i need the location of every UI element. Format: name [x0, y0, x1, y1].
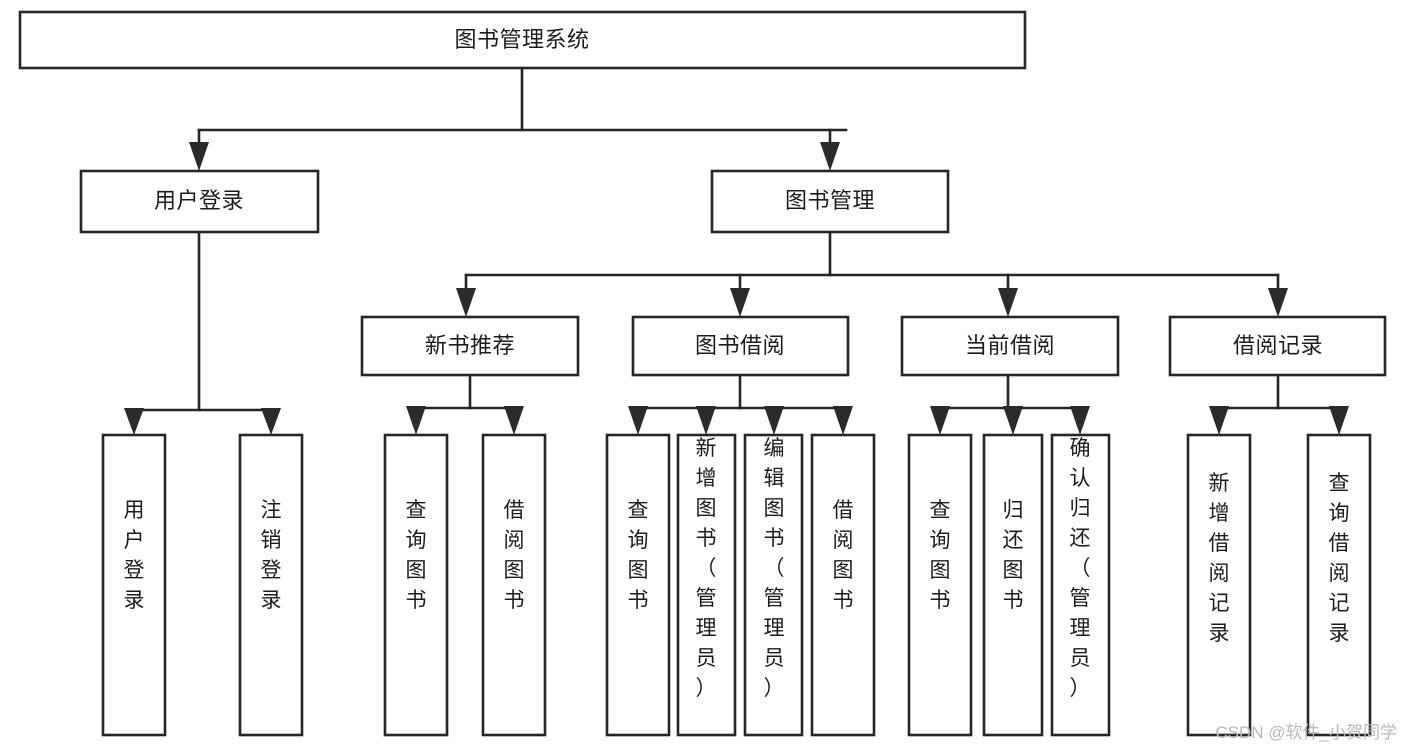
node-leaf-edit-book-box[interactable] [743, 433, 804, 737]
arrow-head-leaf-return-book [1003, 406, 1023, 435]
node-leaf-query-book-borrow-label: 查询图书 [628, 499, 649, 612]
arrow-head-leaf-borrow-book-rec [504, 406, 524, 435]
node-leaf-add-record[interactable]: 新增借阅记录 [1186, 433, 1252, 737]
connector-group-root-to-level1 [189, 66, 848, 171]
node-book-manage[interactable]: 图书管理 [710, 169, 950, 234]
node-leaf-query-book-cur[interactable]: 查询图书 [907, 433, 973, 737]
node-current-borrow[interactable]: 当前借阅 [900, 315, 1120, 377]
node-leaf-query-record-box[interactable] [1306, 433, 1372, 737]
arrow-head-user-login [189, 142, 209, 171]
arrow-head-leaf-add-book [696, 406, 716, 435]
node-user-login-box[interactable] [79, 169, 320, 234]
node-root[interactable]: 图书管理系统 [18, 10, 1027, 70]
csdn-watermark: CSDN @软件_小贺同学 [1215, 723, 1397, 742]
node-leaf-edit-book[interactable]: 编辑图书（管理员） [743, 433, 804, 737]
arrow-head-leaf-user-login [124, 408, 144, 435]
node-book-borrow[interactable]: 图书借阅 [631, 315, 850, 377]
connector-group-borrow-record-to-leaves [1209, 373, 1349, 435]
arrow-head-current-borrow [998, 288, 1018, 317]
node-leaf-return-book-box[interactable] [982, 433, 1044, 737]
arrow-head-leaf-query-record [1329, 406, 1349, 435]
node-leaf-user-login-label: 用户登录 [124, 499, 145, 612]
node-leaf-query-book-cur-label: 查询图书 [930, 499, 951, 612]
arrow-head-leaf-query-book-rec [406, 406, 426, 435]
node-leaf-query-book-rec-box[interactable] [383, 433, 449, 737]
connector-group-book-borrow-to-leaves [628, 373, 853, 435]
node-borrow-record[interactable]: 借阅记录 [1168, 315, 1387, 377]
node-leaf-query-book-rec-label: 查询图书 [406, 499, 427, 612]
arrow-head-leaf-query-book-cur [930, 406, 950, 435]
arrow-head-book-borrow [730, 288, 750, 317]
node-leaf-add-record-box[interactable] [1186, 433, 1252, 737]
node-book-manage-box[interactable] [710, 169, 950, 234]
node-root-box[interactable] [18, 10, 1027, 70]
node-leaf-query-book-borrow-box[interactable] [605, 433, 671, 737]
node-leaf-user-login[interactable]: 用户登录 [101, 433, 167, 737]
node-user-login-label: 用户登录 [154, 188, 244, 213]
connector-group-user-login-to-leaves [124, 230, 281, 435]
node-new-book-recommend-label: 新书推荐 [425, 333, 515, 358]
node-leaf-logout-box[interactable] [238, 433, 304, 737]
connector-group-current-borrow-to-leaves [930, 373, 1090, 435]
node-leaf-add-book-label: 新增图书（管理员） [696, 437, 717, 700]
node-leaf-user-login-box[interactable] [101, 433, 167, 737]
node-borrow-record-label: 借阅记录 [1233, 333, 1323, 358]
node-leaf-borrow-book-rec-label: 借阅图书 [504, 499, 525, 612]
node-root-label: 图书管理系统 [454, 27, 589, 52]
node-leaf-confirm-return-label: 确认归还（管理员） [1070, 437, 1091, 700]
node-leaf-edit-book-label: 编辑图书（管理员） [764, 437, 785, 700]
arrow-head-book-manage [820, 142, 840, 171]
node-leaf-return-book-label: 归还图书 [1003, 499, 1024, 612]
node-leaf-query-book-cur-box[interactable] [907, 433, 973, 737]
node-leaf-return-book[interactable]: 归还图书 [982, 433, 1044, 737]
connector-group-new-book-recommend-to-leaves [406, 373, 524, 435]
node-leaf-borrow-book-rec-box[interactable] [481, 433, 547, 737]
node-book-borrow-box[interactable] [631, 315, 850, 377]
node-new-book-recommend-box[interactable] [360, 315, 580, 377]
node-leaf-logout[interactable]: 注销登录 [238, 433, 304, 737]
arrow-head-leaf-edit-book [764, 406, 784, 435]
node-leaf-confirm-return-box[interactable] [1050, 433, 1111, 737]
arrow-head-leaf-borrow-book [833, 406, 853, 435]
node-leaf-borrow-book[interactable]: 借阅图书 [810, 433, 876, 737]
node-leaf-borrow-book-label: 借阅图书 [833, 499, 854, 612]
arrow-head-leaf-logout [261, 408, 281, 435]
node-leaf-confirm-return[interactable]: 确认归还（管理员） [1050, 433, 1111, 737]
arrow-head-leaf-add-record [1209, 406, 1229, 435]
node-leaf-logout-label: 注销登录 [261, 499, 282, 612]
arrow-head-leaf-confirm-return [1070, 406, 1090, 435]
connector-group-book-manage-to-level2 [456, 230, 1288, 317]
arrow-head-new-book-recommend [456, 288, 476, 317]
node-leaf-query-book-borrow[interactable]: 查询图书 [605, 433, 671, 737]
node-book-manage-label: 图书管理 [785, 188, 875, 213]
node-leaf-add-record-label: 新增借阅记录 [1209, 472, 1230, 645]
node-leaf-query-record[interactable]: 查询借阅记录 [1306, 433, 1372, 737]
node-leaf-add-book-box[interactable] [676, 433, 737, 737]
arrow-head-borrow-record [1268, 288, 1288, 317]
node-borrow-record-box[interactable] [1168, 315, 1387, 377]
node-book-borrow-label: 图书借阅 [695, 333, 785, 358]
node-leaf-borrow-book-rec[interactable]: 借阅图书 [481, 433, 547, 737]
arrow-head-leaf-query-book-borrow [628, 406, 648, 435]
node-current-borrow-box[interactable] [900, 315, 1120, 377]
node-leaf-query-book-rec[interactable]: 查询图书 [383, 433, 449, 737]
node-user-login[interactable]: 用户登录 [79, 169, 320, 234]
node-current-borrow-label: 当前借阅 [965, 333, 1055, 358]
node-new-book-recommend[interactable]: 新书推荐 [360, 315, 580, 377]
node-leaf-query-record-label: 查询借阅记录 [1329, 472, 1350, 645]
node-leaf-add-book[interactable]: 新增图书（管理员） [676, 433, 737, 737]
node-leaf-borrow-book-box[interactable] [810, 433, 876, 737]
